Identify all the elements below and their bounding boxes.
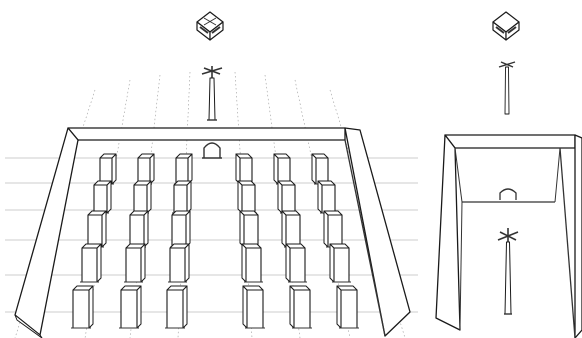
lantern-icon	[196, 11, 224, 41]
pillar-icon	[329, 243, 351, 283]
pillar-icon	[80, 243, 102, 283]
pillar-icon	[323, 210, 344, 248]
pillar-icon	[277, 180, 297, 214]
pillar-grid	[71, 153, 359, 329]
pillar-icon	[170, 210, 191, 248]
corridor-wall	[435, 134, 582, 338]
pillar-icon	[235, 153, 254, 185]
lantern-icon	[492, 11, 520, 41]
pillar-icon	[242, 285, 265, 329]
pillar-icon	[168, 243, 190, 283]
pillar-icon	[136, 153, 155, 185]
pillar-icon	[285, 243, 307, 283]
narrow-corridor-panel	[435, 11, 582, 338]
pillar-icon	[311, 153, 330, 185]
wide-hall-panel	[5, 11, 418, 338]
arch-doorway-icon	[499, 188, 517, 200]
pillar-icon	[172, 180, 192, 214]
lamp-post-icon	[498, 61, 516, 115]
pillar-icon	[281, 210, 302, 248]
pillar-icon	[132, 180, 152, 214]
pillar-icon	[124, 243, 146, 283]
pillar-icon	[273, 153, 292, 185]
pillar-icon	[71, 285, 94, 329]
pillar-icon	[98, 153, 117, 185]
lamp-post-icon	[497, 228, 519, 315]
pillar-icon	[119, 285, 142, 329]
pillar-icon	[289, 285, 312, 329]
pillar-icon	[237, 180, 257, 214]
pillar-icon	[165, 285, 188, 329]
pillar-icon	[239, 210, 260, 248]
pillar-icon	[241, 243, 263, 283]
pillar-icon	[174, 153, 193, 185]
pillar-icon	[86, 210, 107, 248]
pillar-icon	[92, 180, 112, 214]
pillar-icon	[317, 180, 337, 214]
lamp-post-icon	[201, 66, 223, 121]
pillar-icon	[128, 210, 149, 248]
pillar-icon	[336, 285, 359, 329]
arch-doorway-icon	[202, 142, 222, 159]
hall-wall	[14, 127, 411, 338]
